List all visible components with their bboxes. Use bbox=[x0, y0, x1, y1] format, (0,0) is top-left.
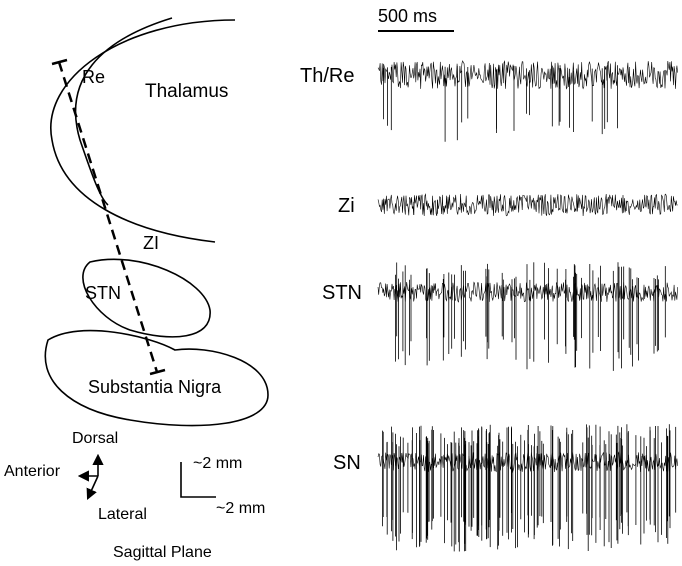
trace-noise-band bbox=[377, 60, 678, 90]
label-stn: STN bbox=[85, 283, 121, 303]
label-re: Re bbox=[82, 67, 105, 87]
label-anterior: Anterior bbox=[4, 463, 61, 480]
trace-noise-band bbox=[377, 193, 678, 217]
anatomy-schematic bbox=[44, 17, 269, 427]
orientation-compass bbox=[77, 453, 104, 501]
label-lateral: Lateral bbox=[98, 506, 147, 523]
time-scale-bar: 500 ms bbox=[378, 6, 454, 32]
trace-label: STN bbox=[322, 282, 362, 304]
label-substantia-nigra: Substantia Nigra bbox=[88, 377, 222, 397]
thalamus-outer-outline bbox=[50, 19, 236, 243]
label-thalamus: Thalamus bbox=[145, 81, 228, 102]
lateral-arrow bbox=[86, 475, 99, 501]
trace-noise-band bbox=[377, 281, 678, 303]
stn-outline bbox=[82, 258, 211, 338]
scale-horizontal-label: ~2 mm bbox=[216, 500, 265, 517]
electrode-track-bottom-cap bbox=[149, 368, 166, 376]
trace-label: Th/Re bbox=[300, 65, 354, 87]
plane-caption: Sagittal Plane bbox=[113, 544, 212, 561]
electrode-track bbox=[51, 58, 166, 376]
electrode-track-line bbox=[57, 61, 159, 373]
scale-vertical-label: ~2 mm bbox=[193, 455, 242, 472]
electrode-track-top-cap bbox=[51, 58, 68, 66]
trace-label: Zi bbox=[338, 195, 355, 217]
time-scale-label: 500 ms bbox=[378, 6, 437, 26]
trace-label: SN bbox=[333, 452, 361, 474]
label-dorsal: Dorsal bbox=[72, 430, 118, 447]
scale-bar-l bbox=[180, 462, 216, 498]
spatial-scale-bar bbox=[180, 462, 216, 498]
reticular-nucleus-outline bbox=[74, 17, 173, 206]
label-zi: ZI bbox=[143, 233, 159, 253]
region-labels: Re Thalamus ZI STN Substantia Nigra bbox=[82, 67, 228, 397]
